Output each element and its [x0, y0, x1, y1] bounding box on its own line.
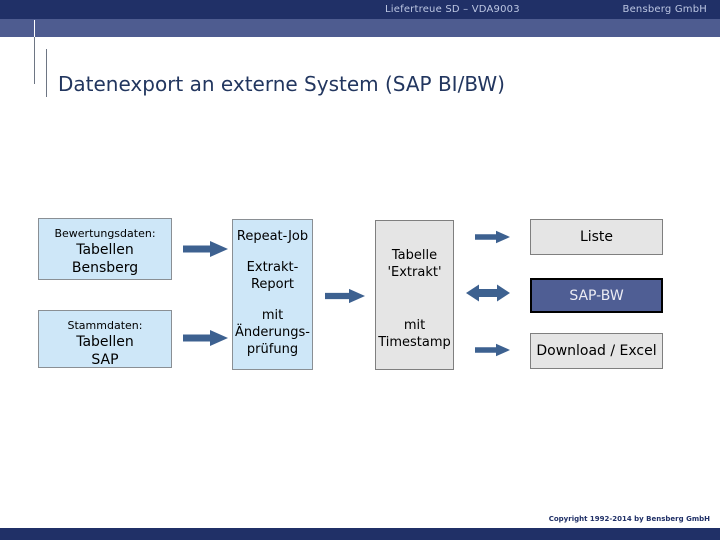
header-strip — [0, 19, 720, 37]
extract-box-line: 'Extrakt' — [387, 265, 442, 280]
extract-box-line: mit — [403, 318, 426, 333]
process-box-line: Report — [250, 277, 295, 292]
output-box-label: Download / Excel — [536, 343, 657, 359]
process-box-line: Repeat-Job — [236, 229, 309, 244]
process-box-line: prüfung — [246, 342, 299, 357]
source-box-heading: Bewertungsdaten: — [54, 227, 156, 240]
copyright-text: Copyright 1992-2014 by Bensberg GmbH — [548, 515, 710, 523]
source-box-line: Bensberg — [71, 260, 139, 276]
slide-title: Datenexport an externe System (SAP BI/BW… — [58, 72, 505, 96]
arrow-right-icon — [475, 342, 510, 358]
process-box-repeat-job: Repeat-Job Extrakt- Report mit Änderungs… — [232, 219, 313, 370]
arrow-right-icon — [183, 330, 228, 346]
source-box-line: Tabellen — [76, 242, 134, 258]
output-box-download-excel: Download / Excel — [530, 333, 663, 369]
output-box-liste: Liste — [530, 219, 663, 255]
source-box-bewertungsdaten: Bewertungsdaten: Tabellen Bensberg — [38, 218, 172, 280]
arrow-double-icon — [466, 284, 510, 302]
decorative-tick-line — [46, 49, 47, 97]
process-box-line: Änderungs- — [235, 325, 310, 340]
output-box-label: Liste — [579, 229, 614, 245]
output-box-label: SAP-BW — [569, 287, 624, 304]
extract-box-line: Timestamp — [378, 335, 451, 350]
extract-box-line: Tabelle — [391, 248, 438, 263]
arrow-right-icon — [475, 229, 510, 245]
decorative-tick-line — [34, 37, 35, 84]
output-box-sap-bw: SAP-BW — [530, 278, 663, 313]
source-box-heading: Stammdaten: — [67, 319, 143, 332]
source-box-line: Tabellen — [76, 334, 134, 350]
header-company: Bensberg GmbH — [622, 4, 707, 15]
footer-bar — [0, 528, 720, 540]
arrow-right-icon — [325, 288, 365, 304]
source-box-stammdaten: Stammdaten: Tabellen SAP — [38, 310, 172, 368]
decorative-tick-line — [34, 20, 35, 37]
process-box-line: mit — [261, 308, 284, 323]
header-bar: Liefertreue SD – VDA9003 Bensberg GmbH — [0, 0, 720, 19]
header-title: Liefertreue SD – VDA9003 — [385, 4, 520, 15]
source-box-line: SAP — [91, 352, 119, 368]
extract-table-box: Tabelle 'Extrakt' mit Timestamp — [375, 220, 454, 370]
process-box-line: Extrakt- — [246, 260, 299, 275]
arrow-right-icon — [183, 241, 228, 257]
